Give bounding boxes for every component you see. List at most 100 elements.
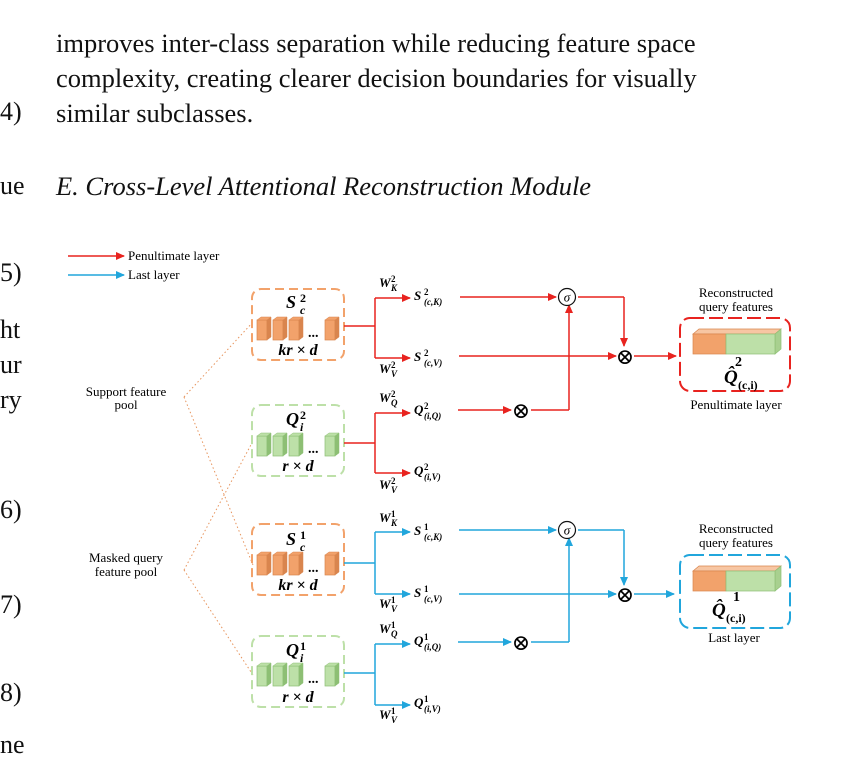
svg-text:1: 1 — [391, 706, 396, 716]
svg-text:(c,V): (c,V) — [424, 594, 442, 604]
svg-text:W: W — [379, 477, 392, 492]
sigma-symbol-top: σ — [564, 290, 571, 305]
feature-vector-bar — [256, 432, 272, 457]
reconstructed-box-blue — [679, 554, 791, 629]
legend-last-label: Last layer — [128, 267, 180, 282]
feature-subscript: c — [300, 303, 306, 317]
svg-text:(c,V): (c,V) — [424, 358, 442, 368]
svg-text:K: K — [390, 283, 398, 293]
q-hat-subscript: (c,i) — [726, 611, 746, 625]
svg-text:1: 1 — [424, 522, 429, 532]
svg-text:Q: Q — [414, 633, 424, 648]
svg-text:(c,K): (c,K) — [424, 532, 442, 542]
feature-vector-bar — [272, 551, 288, 576]
feature-vector-bar — [324, 551, 340, 576]
svg-text:1: 1 — [391, 509, 396, 519]
svg-text:2: 2 — [424, 401, 429, 411]
body-paragraph: improves inter-class separation while re… — [56, 26, 808, 131]
feature-symbol: S — [286, 292, 296, 312]
last-paths — [344, 526, 675, 709]
pool-connectors — [183, 321, 254, 676]
svg-text:(c,K): (c,K) — [424, 297, 442, 307]
reconstructed-last: Reconstructed query features Q̂ 1 (c,i) … — [679, 521, 791, 645]
feature-vector-bar — [324, 432, 340, 457]
feature-vector-bar — [288, 432, 304, 457]
multiply-operator-bottom-right: ⊗ — [616, 582, 634, 607]
svg-text:Q: Q — [391, 398, 398, 408]
ellipsis: ... — [308, 442, 319, 457]
left-column-fragment: ne — [0, 730, 25, 759]
svg-text:1: 1 — [424, 632, 429, 642]
ellipsis: ... — [308, 672, 319, 687]
svg-text:K: K — [390, 518, 398, 528]
svg-text:1: 1 — [424, 584, 429, 594]
left-column-fragment: ur — [0, 350, 22, 379]
feature-vector-bar — [272, 662, 288, 687]
reconstructed-caption: Last layer — [708, 630, 760, 645]
svg-text:Q: Q — [414, 695, 424, 710]
q-hat-superscript: 1 — [733, 590, 740, 605]
svg-text:(i,V): (i,V) — [424, 472, 441, 482]
feature-symbol: S — [286, 529, 296, 549]
penultimate-paths — [344, 293, 677, 477]
left-column-fragment: ue — [0, 171, 25, 200]
reconstructed-penultimate: Reconstructed query features Q̂ 2 (c,i) … — [679, 285, 791, 412]
ellipsis: ... — [308, 561, 319, 576]
left-column-fragment: 6) — [0, 495, 22, 524]
support-pool-label-line1: Support feature — [86, 384, 167, 399]
feature-bar-orange — [692, 333, 727, 355]
svg-text:V: V — [391, 604, 398, 614]
svg-text:2: 2 — [424, 462, 429, 472]
left-column-fragment: 5) — [0, 258, 22, 287]
reconstructed-title-line1: Reconstructed — [699, 521, 774, 536]
svg-text:W: W — [379, 275, 392, 290]
reconstructed-box-red — [679, 317, 791, 392]
feature-superscript: 2 — [300, 408, 306, 422]
multiply-operator-bottom-left: ⊗ — [512, 630, 530, 655]
feature-dimension: kr × d — [278, 577, 318, 594]
feature-subscript: i — [300, 420, 304, 434]
architecture-figure: Penultimate layer Last layer Support fea… — [68, 248, 791, 725]
svg-text:Q: Q — [414, 402, 424, 417]
feature-vector-bar — [256, 662, 272, 687]
svg-text:Q: Q — [391, 629, 398, 639]
feature-vector-bar — [324, 662, 340, 687]
feature-vector-bar — [288, 551, 304, 576]
q-hat-symbol: Q̂ — [724, 367, 738, 388]
svg-text:2: 2 — [424, 348, 429, 358]
feature-vector-bar — [288, 662, 304, 687]
reconstructed-title-line1: Reconstructed — [699, 285, 774, 300]
left-column-fragment: 4) — [0, 97, 22, 126]
svg-text:S: S — [414, 585, 421, 600]
feature-vector-bar — [256, 551, 272, 576]
svg-text:2: 2 — [391, 274, 396, 284]
q-hat-symbol: Q̂ — [712, 600, 726, 621]
paragraph-line: complexity, creating clearer decision bo… — [56, 63, 697, 93]
legend-penultimate-label: Penultimate layer — [128, 248, 220, 263]
feature-vector-bar — [288, 316, 304, 341]
multiply-operator-top-left: ⊗ — [512, 398, 530, 423]
svg-text:W: W — [379, 621, 392, 636]
feature-superscript: 1 — [300, 528, 306, 542]
svg-text:2: 2 — [391, 360, 396, 370]
feature-symbol: Q — [286, 640, 299, 660]
sigma-symbol-bottom: σ — [564, 523, 571, 538]
feature-dimension: r × d — [282, 458, 314, 475]
ellipsis: ... — [308, 326, 319, 341]
svg-text:V: V — [391, 715, 398, 725]
